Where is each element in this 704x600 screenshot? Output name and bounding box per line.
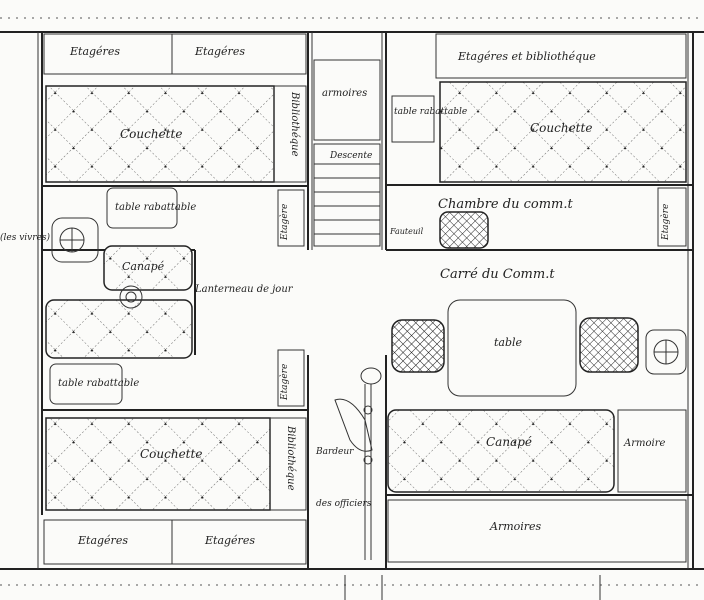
- shelf-label-1: Etagéres: [69, 45, 120, 58]
- bunk-label-top-right: Couchette: [530, 121, 592, 135]
- washbasin-left: [51, 217, 99, 263]
- wardrobe-label-corridor: armoires: [322, 88, 367, 99]
- wardroom-table-label: table: [494, 336, 523, 349]
- bunk-top-right: [439, 81, 687, 183]
- armchair-top: [439, 211, 489, 249]
- shelf-small-label-left-1: Etagère: [279, 204, 290, 241]
- wardrobes-bottom-right: [387, 499, 687, 563]
- bunk-label-top-left: Couchette: [120, 127, 182, 141]
- shelves-bottom-left: [43, 519, 307, 565]
- bunk-bottom-left: [45, 417, 307, 511]
- folding-table-top-left: [106, 187, 178, 229]
- shelf-label-4: Etagéres: [204, 534, 255, 547]
- bilge-pump: [334, 367, 382, 560]
- shelf-small-label-left-2: Etagère: [279, 364, 290, 401]
- wc-label: (les vivres): [0, 232, 50, 243]
- folding-table-label-top-right: table rabattable: [394, 107, 467, 117]
- shelf-bookcase-label: Etagéres et bibliothéque: [457, 50, 596, 63]
- wardroom-label: Carré du Comm.t: [440, 267, 555, 282]
- bardeur-label: Bardeur: [315, 447, 354, 457]
- shelves-top-left: [43, 33, 307, 75]
- shelf-label-2: Etagéres: [194, 45, 245, 58]
- bookcase-label-bottom-left: Bibliothéque: [285, 425, 296, 491]
- washbasin-right: [645, 329, 687, 375]
- shelf-small-label-right-1: Etagère: [660, 204, 671, 241]
- sofa-right: [387, 409, 687, 493]
- sofa-label-right: Canapé: [486, 435, 532, 449]
- mast-left: [119, 285, 143, 309]
- folding-table-label-top-left: table rabattable: [115, 202, 196, 213]
- wardrobes-label-bottom-right: Armoires: [489, 520, 542, 533]
- folding-table-left-mid: [49, 363, 123, 405]
- shelf-small-left-2: [277, 349, 305, 407]
- bookcase-label-top-left: Bibliothéque: [289, 91, 300, 157]
- wardrobe-corridor: [313, 59, 381, 141]
- chair-left: [391, 319, 445, 373]
- wardrobe-label-right: Armoire: [623, 438, 665, 449]
- shelves-top-right: [435, 33, 687, 79]
- folding-table-label-left-mid: table rabattable: [58, 378, 139, 389]
- bunk-label-bottom-left: Couchette: [140, 447, 202, 461]
- frame-marks: [344, 575, 601, 600]
- wardroom-table: [447, 299, 577, 397]
- captain-cabin-label: Chambre du comm.t: [438, 197, 573, 212]
- staircase-label: Descente: [329, 151, 372, 161]
- sofa-label-left: Canapé: [122, 260, 165, 273]
- folding-table-top-right: [391, 95, 435, 143]
- hull-walls: [0, 17, 704, 586]
- shelf-label-3: Etagéres: [77, 534, 128, 547]
- central-partitions: [42, 32, 693, 569]
- bunk-top-left: [45, 85, 307, 183]
- armchair-label: Fauteuil: [389, 227, 424, 236]
- officers-label: des officiers: [316, 499, 372, 509]
- chair-right: [579, 317, 639, 373]
- sofa-left: [45, 245, 193, 359]
- skylight-label: Lanterneau de jour: [194, 284, 294, 295]
- shelf-small-right-1: [657, 187, 687, 247]
- staircase: [313, 143, 381, 247]
- shelf-small-left-1: [277, 189, 305, 247]
